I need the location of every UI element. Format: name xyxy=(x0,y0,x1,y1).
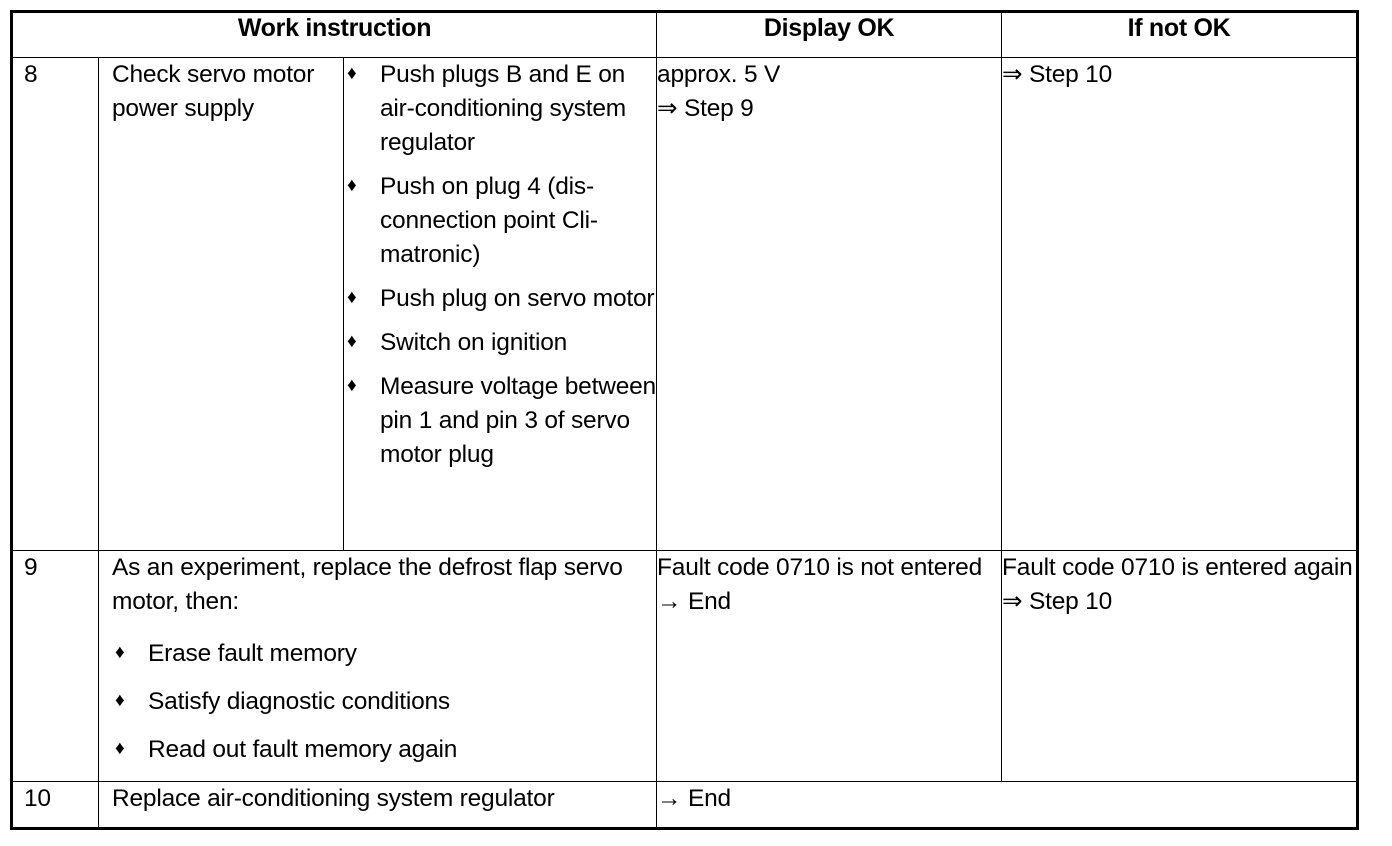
table-row: 10 Replace air-conditioning system regul… xyxy=(11,781,1359,829)
diamond-bullet-icon: ♦ xyxy=(347,375,357,396)
if-not-ok-line-1: Fault code 0710 is entered again xyxy=(1002,554,1353,581)
step-task-cell: As an experiment, replace the defrost fl… xyxy=(97,550,658,782)
if-not-ok-line-1: ⇒ Step 10 xyxy=(1002,61,1113,88)
if-not-ok-cell: ⇒ Step 10 xyxy=(1001,57,1359,551)
step-result: → End xyxy=(656,781,1359,829)
diamond-bullet-icon: ♦ xyxy=(347,175,357,196)
list-item-label: Erase fault memory xyxy=(148,640,357,667)
step-action-list-cell: ♦ Push plugs B and E on air-conditioning… xyxy=(342,57,658,551)
diamond-bullet-icon: ♦ xyxy=(115,738,125,759)
display-ok-line-2: → End xyxy=(657,588,731,615)
step-action-list: ♦ Erase fault memory ♦ Satisfy diagnosti… xyxy=(112,637,656,767)
display-ok-cell: Fault code 0710 is not entered → End xyxy=(656,550,1003,782)
list-item: ♦ Switch on ignition xyxy=(344,326,656,360)
if-not-ok-cell: Fault code 0710 is entered again ⇒ Step … xyxy=(1001,550,1359,782)
diamond-bullet-icon: ♦ xyxy=(347,331,357,352)
diamond-bullet-icon: ♦ xyxy=(347,287,357,308)
display-ok-line-1: Fault code 0710 is not entered xyxy=(657,554,983,581)
list-item-label: Push plugs B and E on air-conditioning s… xyxy=(380,61,626,156)
step-task-description: As an experiment, replace the defrost fl… xyxy=(112,554,623,615)
list-item: ♦ Read out fault memory again xyxy=(112,733,656,767)
display-ok-line-2: ⇒ Step 9 xyxy=(657,95,754,122)
list-item-label: Push plug on servo motor xyxy=(380,285,655,312)
list-item-label: Read out fault memory again xyxy=(148,736,458,763)
if-not-ok-line-2: ⇒ Step 10 xyxy=(1002,588,1113,615)
display-ok-line-1: approx. 5 V xyxy=(657,61,781,88)
step-task-description: Check servo motor power supply xyxy=(98,57,344,551)
list-item: ♦ Erase fault memory xyxy=(112,637,656,671)
list-item: ♦ Push plug on servo motor xyxy=(344,282,656,316)
diamond-bullet-icon: ♦ xyxy=(347,63,357,84)
list-item: ♦ Push plugs B and E on air-conditioning… xyxy=(344,58,656,160)
column-header-work-instruction: Work instruction xyxy=(10,11,658,58)
work-instruction-table: Work instruction Display OK If not OK 8 … xyxy=(10,10,1360,830)
table-row: 9 As an experiment, replace the defrost … xyxy=(11,550,1359,782)
list-item-label: Switch on ignition xyxy=(380,329,568,356)
list-item-label: Satisfy diagnostic conditions xyxy=(148,688,450,715)
table-row: 8 Check servo motor power supply ♦ Push … xyxy=(11,57,1359,551)
list-item: ♦ Measure voltage between pin 1 and pin … xyxy=(344,370,656,472)
column-header-display-ok: Display OK xyxy=(656,11,1003,58)
display-ok-cell: approx. 5 V ⇒ Step 9 xyxy=(656,57,1003,551)
column-header-if-not-ok: If not OK xyxy=(1001,11,1359,58)
diamond-bullet-icon: ♦ xyxy=(115,690,125,711)
diamond-bullet-icon: ♦ xyxy=(115,642,125,663)
step-action-list: ♦ Push plugs B and E on air-conditioning… xyxy=(344,58,656,472)
step-number: 8 xyxy=(11,57,99,551)
step-number: 10 xyxy=(11,781,99,829)
table-header-row: Work instruction Display OK If not OK xyxy=(10,11,1359,58)
list-item: ♦ Satisfy diagnostic conditions xyxy=(112,685,656,719)
list-item-label: Push on plug 4 (dis-connection point Cli… xyxy=(380,173,598,268)
list-item-label: Measure voltage between pin 1 and pin 3 … xyxy=(380,373,656,468)
step-task-description: Replace air-conditioning system regulato… xyxy=(97,781,658,829)
step-number: 9 xyxy=(11,550,99,782)
list-item: ♦ Push on plug 4 (dis-connection point C… xyxy=(344,170,656,272)
